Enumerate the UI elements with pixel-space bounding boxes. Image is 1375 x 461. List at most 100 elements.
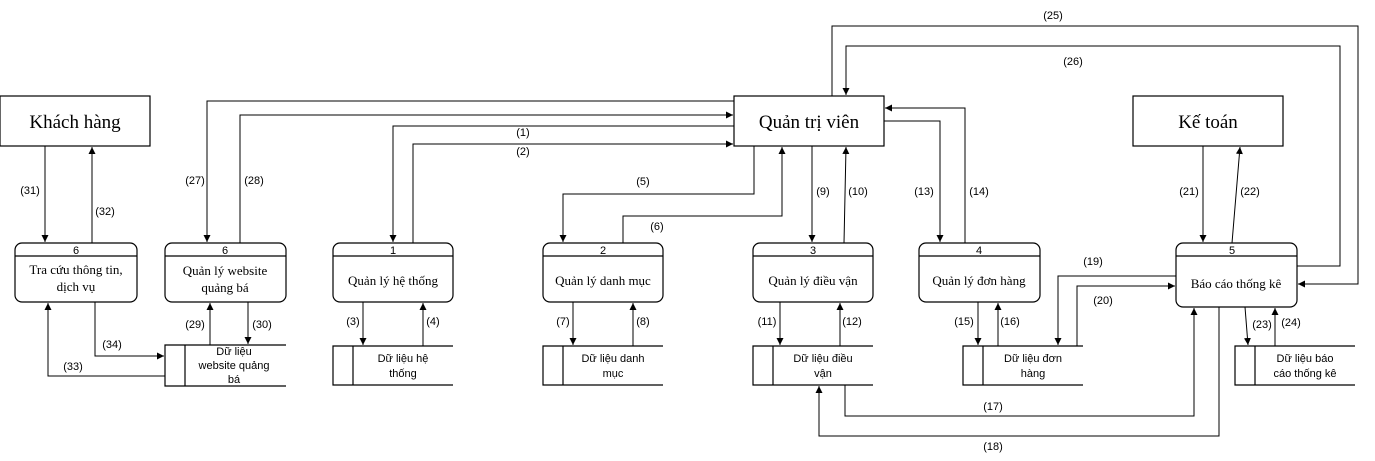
entity-quan-tri-vien-label: Quản trị viên	[759, 112, 860, 133]
store-bao-cao: Dữ liệu báo cáo thống kê	[1234, 345, 1355, 386]
flow-label: (26)	[1063, 56, 1083, 68]
flow-label: (14)	[969, 186, 989, 198]
flow-20	[1076, 282, 1175, 346]
flow-23	[1243, 306, 1251, 346]
flow-label: (25)	[1043, 10, 1063, 22]
store-website: Dữ liệu website quảng bá	[164, 344, 286, 387]
entity-khach-hang: Khách hàng	[0, 95, 151, 147]
flow-label: (2)	[516, 146, 529, 158]
process-label: Quản lý đơn hàng	[932, 273, 1026, 288]
flow-label: (30)	[252, 319, 272, 331]
store-he-thong: Dữ liệu hệ thống	[332, 345, 453, 386]
entity-quan-tri-vien: Quản trị viên	[733, 95, 885, 147]
store-label: Dữ liệu điều	[793, 353, 852, 365]
store-label: Dữ liệu hệ	[378, 353, 429, 365]
flow-label: (18)	[983, 441, 1003, 453]
process-number: 6	[73, 245, 79, 257]
process-number: 5	[1229, 245, 1235, 257]
flow-label: (27)	[185, 175, 205, 187]
store-label: Dữ liệu đơn	[1004, 353, 1062, 365]
flow-5	[559, 146, 755, 242]
process-label: Tra cứu thông tin,	[29, 262, 122, 277]
flow-2	[412, 140, 733, 243]
entity-ke-toan: Kế toán	[1132, 95, 1284, 147]
process-label: quảng bá	[201, 280, 249, 295]
process-label: dịch vụ	[57, 279, 96, 294]
process-number: 6	[222, 245, 228, 257]
flow-label: (32)	[95, 206, 115, 218]
flow-28	[239, 111, 733, 243]
flow-33	[44, 303, 165, 377]
flow-1	[389, 125, 734, 242]
process-label: Báo cáo thống kê	[1191, 276, 1282, 291]
process-danh-muc: 2 Quản lý danh mục	[542, 242, 664, 303]
process-number: 3	[810, 245, 816, 257]
flow-label: (19)	[1083, 256, 1103, 268]
process-he-thong: 1 Quản lý hệ thống	[332, 242, 454, 303]
process-number: 1	[390, 245, 396, 257]
store-label: bá	[228, 374, 241, 386]
flow-label: (29)	[185, 319, 205, 331]
flow-label: (34)	[102, 339, 122, 351]
flow-10	[842, 146, 850, 244]
flow-19	[1054, 275, 1176, 345]
flow-label: (1)	[516, 127, 529, 139]
flow-label: (21)	[1179, 186, 1199, 198]
flow-label: (10)	[848, 186, 868, 198]
store-label: website quảng	[198, 360, 270, 372]
process-bao-cao: 5 Báo cáo thống kê	[1175, 242, 1298, 308]
store-label: Dữ liệu	[216, 346, 252, 358]
flow-13	[884, 120, 944, 242]
process-label: Quản lý điều vận	[768, 273, 858, 288]
flow-label: (12)	[842, 316, 862, 328]
store-danh-muc: Dữ liệu danh mục	[542, 345, 663, 386]
process-don-hang: 4 Quản lý đơn hàng	[918, 242, 1041, 303]
entity-khach-hang-label: Khách hàng	[29, 112, 121, 133]
process-number: 2	[600, 245, 606, 257]
flow-label: (22)	[1240, 186, 1260, 198]
store-label: vận	[814, 368, 832, 380]
flow-17	[844, 308, 1198, 417]
flow-label: (31)	[20, 185, 40, 197]
flow-label: (20)	[1093, 295, 1113, 307]
store-don-hang: Dữ liệu đơn hàng	[962, 345, 1083, 386]
store-dieu-van: Dữ liệu điều vận	[752, 345, 873, 386]
flow-label: (4)	[426, 316, 439, 328]
flow-label: (23)	[1252, 319, 1272, 331]
store-label: mục	[603, 368, 624, 380]
flow-18	[815, 307, 1220, 437]
flow-25	[831, 25, 1359, 288]
flow-label: (7)	[556, 316, 569, 328]
flow-label: (9)	[816, 186, 829, 198]
flow-label: (6)	[650, 221, 663, 233]
flow-label: (15)	[954, 316, 974, 328]
flow-label: (8)	[636, 316, 649, 328]
store-label: thống	[389, 368, 417, 380]
flow-label: (16)	[1000, 316, 1020, 328]
flow-27	[203, 100, 734, 242]
process-label: Quản lý website	[183, 263, 268, 278]
flow-22	[1231, 146, 1243, 244]
flow-label: (11)	[758, 316, 777, 328]
process-label: Quản lý danh mục	[555, 273, 651, 288]
flow-label: (17)	[983, 401, 1003, 413]
process-dieu-van: 3 Quản lý điều vận	[752, 242, 874, 303]
flow-26	[842, 45, 1341, 267]
flow-label: (5)	[636, 176, 649, 188]
process-number: 4	[976, 245, 982, 257]
flow-label: (28)	[244, 175, 264, 187]
flow-6	[622, 147, 786, 243]
flow-label: (33)	[63, 361, 83, 373]
store-label: hàng	[1021, 368, 1045, 380]
flow-label: (24)	[1281, 317, 1301, 329]
flow-label: (13)	[914, 186, 934, 198]
process-label: Quản lý hệ thống	[348, 273, 438, 288]
process-tra-cuu: 6 Tra cứu thông tin, dịch vụ	[14, 242, 138, 303]
store-label: cáo thống kê	[1274, 368, 1337, 380]
store-label: Dữ liệu danh	[581, 353, 644, 365]
flow-label: (3)	[346, 316, 359, 328]
store-label: Dữ liệu báo	[1277, 353, 1334, 365]
process-website: 6 Quản lý website quảng bá	[164, 242, 287, 303]
flow-14	[885, 104, 966, 243]
